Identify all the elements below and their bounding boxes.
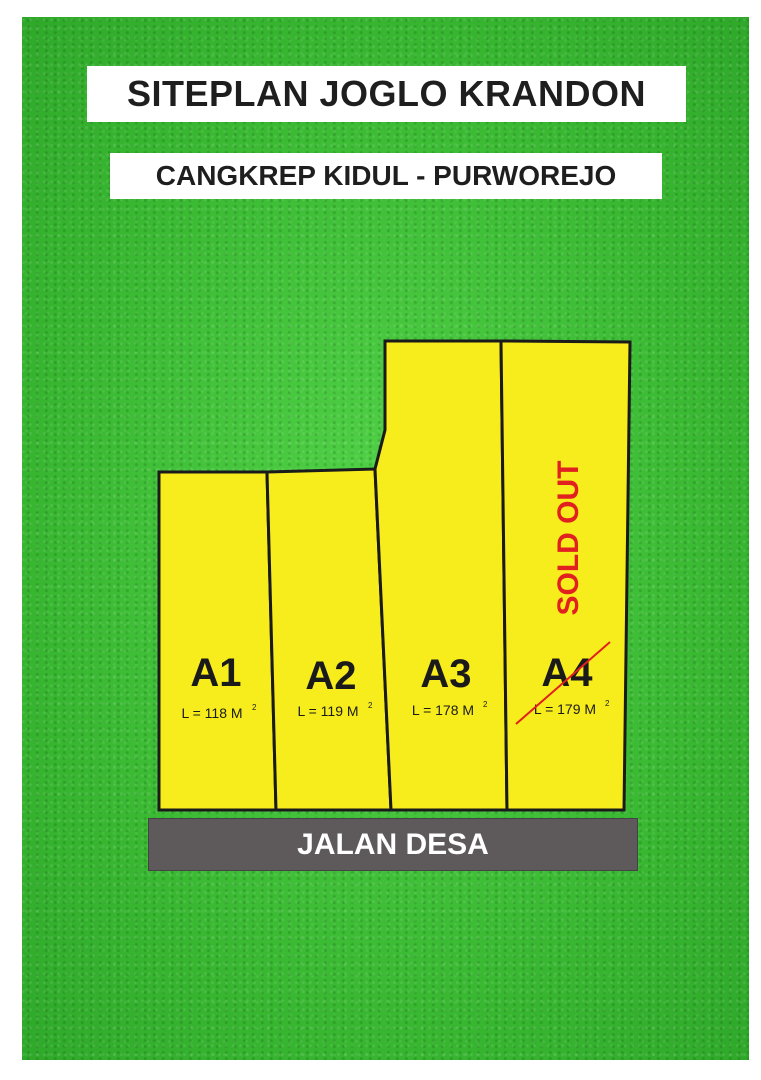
lot-a4-shape [499,339,632,812]
road-jalan-desa: JALAN DESA [148,818,638,871]
lot-a3-area-sup: 2 [483,700,488,709]
lot-a4-area-sup: 2 [605,699,610,708]
page-subtitle: CANGKREP KIDUL - PURWOREJO [110,153,662,199]
lot-a1-shape [157,470,278,812]
lot-a3[interactable]: A3 L = 178 M 2 [373,339,509,812]
lot-a4-area: L = 179 M [534,701,596,717]
lot-a4[interactable]: A4 L = 179 M 2 SOLD OUT [499,339,632,812]
lot-a2-label: A2 [305,654,356,698]
lot-a1-label: A1 [190,651,241,695]
lot-a1[interactable]: A1 L = 118 M 2 [157,470,278,812]
page-title: SITEPLAN JOGLO KRANDON [87,66,686,122]
lot-a1-area-sup: 2 [252,703,257,712]
lot-a3-label: A3 [420,652,471,696]
lot-a2-area-sup: 2 [368,701,373,710]
lot-a4-label: A4 [541,651,593,695]
lot-a2-shape [265,467,393,812]
lot-a1-area: L = 118 M [181,705,242,721]
lot-a2[interactable]: A2 L = 119 M 2 [265,467,393,812]
lot-a3-shape [373,339,509,812]
sold-out-label: SOLD OUT [552,461,585,616]
lot-a2-area: L = 119 M [297,703,358,719]
lot-a3-area: L = 178 M [412,702,474,718]
lot-a4-strikethrough [515,641,611,725]
